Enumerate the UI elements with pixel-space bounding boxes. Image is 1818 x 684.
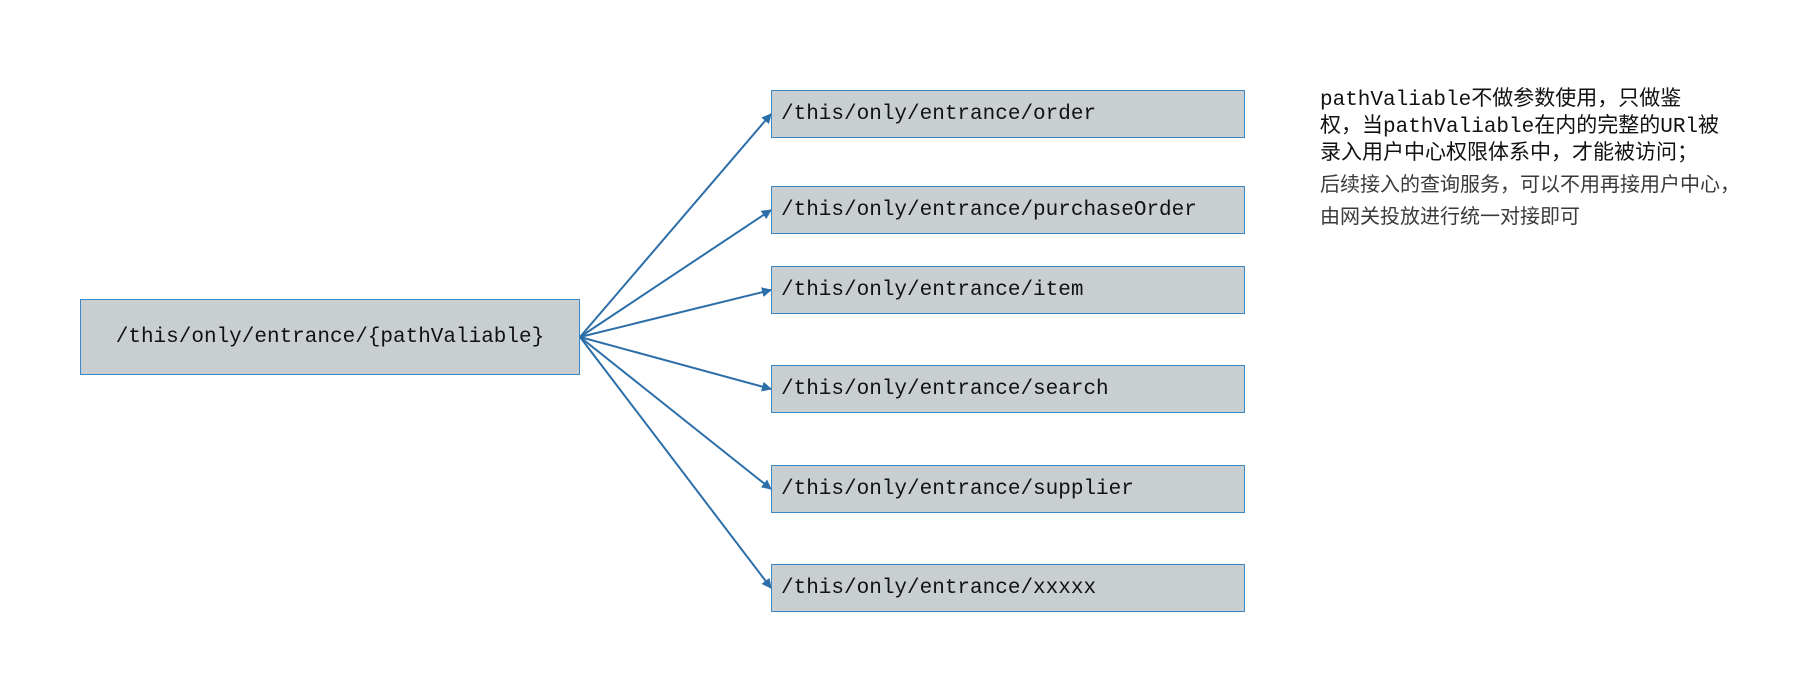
- arrow-to-search: [579, 336, 772, 392]
- annotation-note: pathValiable不做参数使用，只做鉴权，当pathValiable在内的…: [1320, 87, 1740, 232]
- target-node-supplier: /this/only/entrance/supplier: [771, 465, 1245, 513]
- target-node-order: /this/only/entrance/order: [771, 90, 1245, 138]
- arrow-to-purchase-order: [579, 209, 772, 338]
- arrow-to-xxxxx: [579, 336, 772, 589]
- note-secondary-text: 后续接入的查询服务，可以不用再接用户中心，由网关投放进行统一对接即可: [1320, 172, 1740, 228]
- note-primary-text: pathValiable不做参数使用，只做鉴权，当pathValiable在内的…: [1320, 89, 1720, 166]
- source-node: /this/only/entrance/{pathValiable}: [80, 299, 580, 375]
- arrow-to-item: [579, 287, 772, 338]
- target-node-purchase-order: /this/only/entrance/purchaseOrder: [771, 186, 1245, 234]
- target-node-xxxxx: /this/only/entrance/xxxxx: [771, 564, 1245, 612]
- arrow-to-order: [579, 113, 772, 338]
- target-node-item: /this/only/entrance/item: [771, 266, 1245, 314]
- arrow-to-supplier: [579, 336, 772, 490]
- target-node-search: /this/only/entrance/search: [771, 365, 1245, 413]
